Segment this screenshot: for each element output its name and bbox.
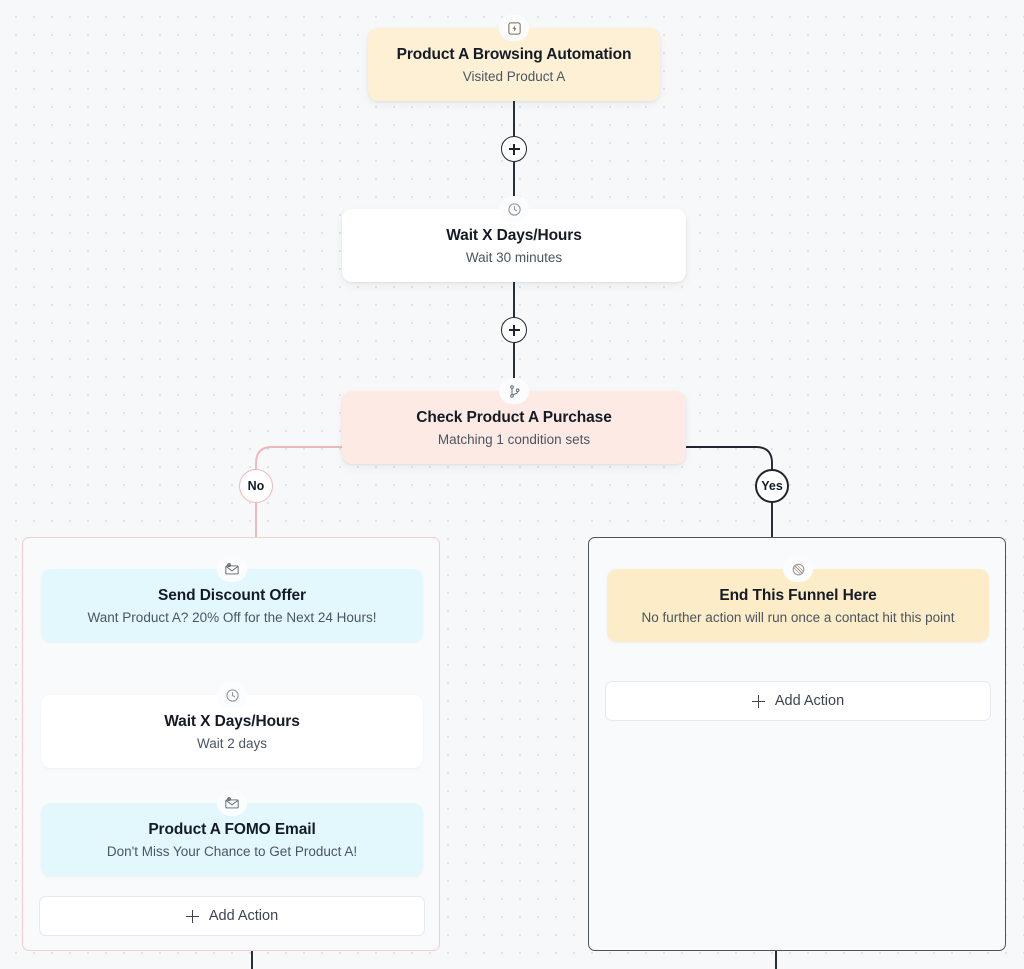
email-icon — [217, 556, 247, 582]
email-icon — [217, 790, 247, 816]
node-title: Product A Browsing Automation — [396, 46, 632, 63]
branch-label-yes[interactable]: Yes — [755, 469, 789, 503]
node-subtitle: Wait 2 days — [196, 736, 268, 751]
branch-container-no: Send Discount Offer Want Product A? 20% … — [22, 537, 440, 951]
node-title: Wait X Days/Hours — [164, 713, 300, 730]
node-title: End This Funnel Here — [719, 587, 877, 604]
add-step-button-1[interactable] — [501, 136, 527, 162]
node-subtitle: Visited Product A — [462, 69, 566, 84]
node-product-a-fomo-email[interactable]: Product A FOMO Email Don't Miss Your Cha… — [41, 790, 423, 876]
node-end-this-funnel-here[interactable]: End This Funnel Here No further action w… — [607, 556, 989, 642]
clock-icon — [217, 682, 247, 708]
branch-container-yes: End This Funnel Here No further action w… — [588, 537, 1006, 951]
node-subtitle: Want Product A? 20% Off for the Next 24 … — [87, 610, 377, 625]
node-wait-30-minutes[interactable]: Wait X Days/Hours Wait 30 minutes — [342, 196, 686, 282]
node-trigger[interactable]: Product A Browsing Automation Visited Pr… — [368, 15, 660, 101]
add-action-button-no-branch[interactable]: Add Action — [39, 896, 425, 936]
node-title: Send Discount Offer — [158, 587, 306, 604]
node-send-discount-offer[interactable]: Send Discount Offer Want Product A? 20% … — [41, 556, 423, 642]
node-subtitle: Wait 30 minutes — [465, 250, 563, 265]
branch-icon — [499, 378, 529, 404]
branch-label-no[interactable]: No — [239, 469, 273, 503]
add-action-label: Add Action — [208, 908, 279, 924]
node-subtitle: Don't Miss Your Chance to Get Product A! — [106, 844, 358, 859]
plus-icon — [185, 909, 199, 923]
node-title: Product A FOMO Email — [148, 821, 316, 838]
node-subtitle: No further action will run once a contac… — [641, 610, 955, 625]
add-action-button-yes-branch[interactable]: Add Action — [605, 681, 991, 721]
plus-icon — [751, 694, 765, 708]
no-entry-icon — [783, 556, 813, 582]
node-title: Check Product A Purchase — [416, 409, 612, 426]
add-action-label: Add Action — [774, 693, 845, 709]
clock-icon — [499, 196, 529, 222]
node-subtitle: Matching 1 condition sets — [437, 432, 591, 447]
add-step-button-2[interactable] — [501, 317, 527, 343]
node-title: Wait X Days/Hours — [446, 227, 582, 244]
node-condition-check-purchase[interactable]: Check Product A Purchase Matching 1 cond… — [342, 378, 686, 464]
lightning-bolt-icon — [499, 15, 529, 41]
branch-label-no-text: No — [247, 479, 265, 493]
node-wait-2-days[interactable]: Wait X Days/Hours Wait 2 days — [41, 682, 423, 768]
branch-label-yes-text: Yes — [761, 479, 783, 493]
